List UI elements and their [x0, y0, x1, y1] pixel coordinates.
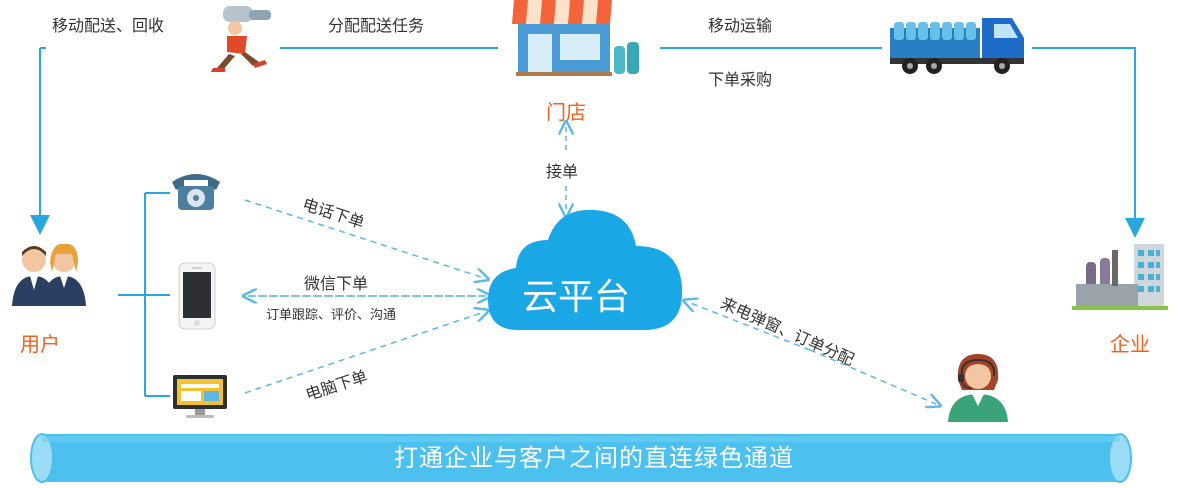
store-label: 门店 — [546, 100, 586, 124]
banner-text: 打通企业与客户之间的直连绿色通道 — [394, 444, 794, 472]
pc-dashed-line — [244, 312, 484, 394]
delivery-recycle-label: 移动配送、回收 — [52, 16, 165, 35]
user-bracket — [118, 192, 170, 397]
enterprise-line — [1032, 47, 1145, 238]
user-delivery-line — [30, 47, 50, 235]
delivery-man-icon — [211, 6, 271, 72]
computer-icon — [173, 375, 227, 418]
transport-label: 移动运输 — [708, 16, 773, 35]
cloud-platform-label: 云平台 — [522, 277, 631, 318]
callcenter-dashed-line-b — [809, 349, 936, 404]
store-icon — [512, 0, 639, 76]
order-purchase-label: 下单采购 — [708, 70, 773, 89]
phone-dashed-line — [244, 199, 484, 278]
dispatch-label: 分配配送任务 — [328, 16, 425, 35]
accept-order-label: 接单 — [546, 162, 579, 181]
truck-icon — [890, 18, 1024, 74]
telephone-icon — [172, 174, 220, 210]
users-icon — [12, 243, 86, 306]
wechat-order-label: 微信下单 — [304, 274, 369, 293]
enterprise-label: 企业 — [1110, 332, 1150, 356]
user-label: 用户 — [20, 332, 60, 356]
wechat-sub-label: 订单跟踪、评价、沟通 — [266, 308, 397, 323]
smartphone-icon — [178, 262, 216, 330]
cloud-platform-icon — [488, 209, 683, 330]
enterprise-factory-icon — [1072, 244, 1168, 310]
banner-pipe — [30, 433, 1132, 483]
callcenter-agent-icon — [948, 354, 1008, 422]
